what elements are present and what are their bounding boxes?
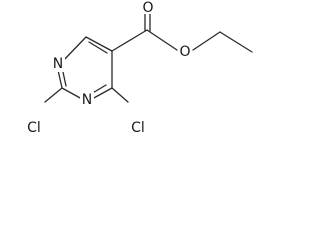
atom-cl-left: Cl bbox=[24, 120, 44, 136]
bond-c2-cl bbox=[44, 87, 63, 103]
bond-c5-carbonyl-c bbox=[111, 29, 148, 52]
atom-ester-o: O bbox=[178, 44, 192, 60]
bond-c4-n3 bbox=[91, 87, 113, 100]
atom-cl-left-label: Cl bbox=[27, 120, 41, 136]
bond-n1-c6 bbox=[60, 36, 87, 64]
bond-c2-n1 bbox=[57, 69, 63, 89]
atom-n3: N bbox=[80, 92, 94, 108]
bond-c2-n1-inner bbox=[62, 71, 67, 87]
atom-carbonyl-o: O bbox=[141, 0, 155, 16]
chemical-structure-diagram: N N Cl Cl O O bbox=[24, 0, 253, 136]
bond-n3-c2 bbox=[61, 87, 83, 100]
atom-cl-right: Cl bbox=[128, 120, 148, 136]
bonds bbox=[44, 13, 253, 103]
atom-n3-label: N bbox=[82, 92, 92, 108]
bond-ester-o-ch2 bbox=[192, 31, 221, 51]
atom-cl-right-label: Cl bbox=[131, 120, 145, 136]
bond-carbonyl-c-ester-o bbox=[146, 29, 178, 51]
atom-labels: N N Cl Cl O O bbox=[24, 0, 192, 136]
atom-n1-label: N bbox=[53, 56, 63, 72]
bond-c6-c5 bbox=[85, 36, 113, 52]
atom-n1: N bbox=[51, 56, 65, 72]
bond-c4-cl bbox=[111, 87, 129, 103]
bond-c6-c5-inner bbox=[88, 41, 108, 54]
bond-ch2-ch3 bbox=[219, 31, 253, 53]
atom-carbonyl-o-label: O bbox=[142, 0, 153, 16]
atom-ester-o-label: O bbox=[179, 44, 190, 60]
